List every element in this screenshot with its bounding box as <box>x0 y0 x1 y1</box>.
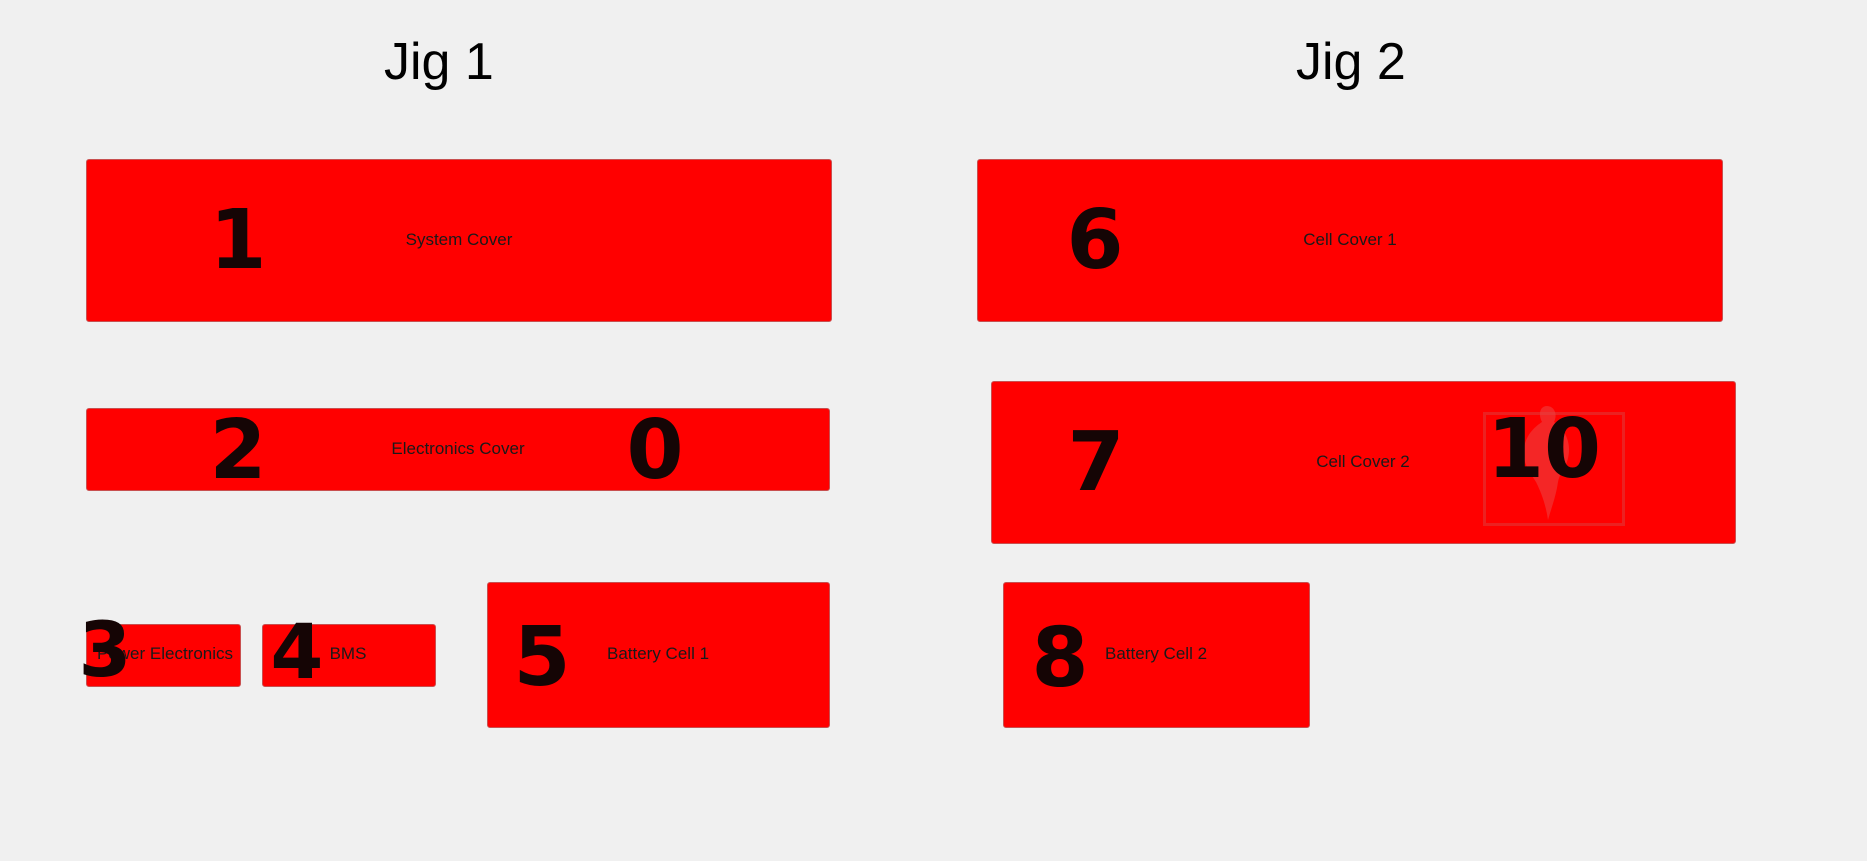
jig-2-title: Jig 2 <box>1296 33 1406 91</box>
bms-label: BMS <box>329 644 367 663</box>
battery-cell-1-part[interactable] <box>487 582 830 728</box>
selection-frame <box>1483 412 1625 526</box>
cell-cover-2-label: Cell Cover 2 <box>1316 452 1410 471</box>
power-electronics-label: Power Electronics <box>96 644 234 663</box>
jig-1-title: Jig 1 <box>384 33 494 91</box>
bms-part[interactable] <box>262 624 436 687</box>
cell-cover-1-part[interactable] <box>977 159 1723 322</box>
electronics-cover-label: Electronics Cover <box>391 439 525 458</box>
cell-cover-2-part[interactable] <box>991 381 1736 544</box>
battery-cell-2-label: Battery Cell 2 <box>1104 644 1208 663</box>
electronics-cover-part[interactable] <box>86 408 830 491</box>
battery-cell-2-part[interactable] <box>1003 582 1310 728</box>
system-cover-label: System Cover <box>405 230 513 249</box>
battery-cell-1-label: Battery Cell 1 <box>606 644 710 663</box>
power-electronics-part[interactable] <box>86 624 241 687</box>
cell-cover-1-label: Cell Cover 1 <box>1303 230 1397 249</box>
system-cover-part[interactable] <box>86 159 832 322</box>
